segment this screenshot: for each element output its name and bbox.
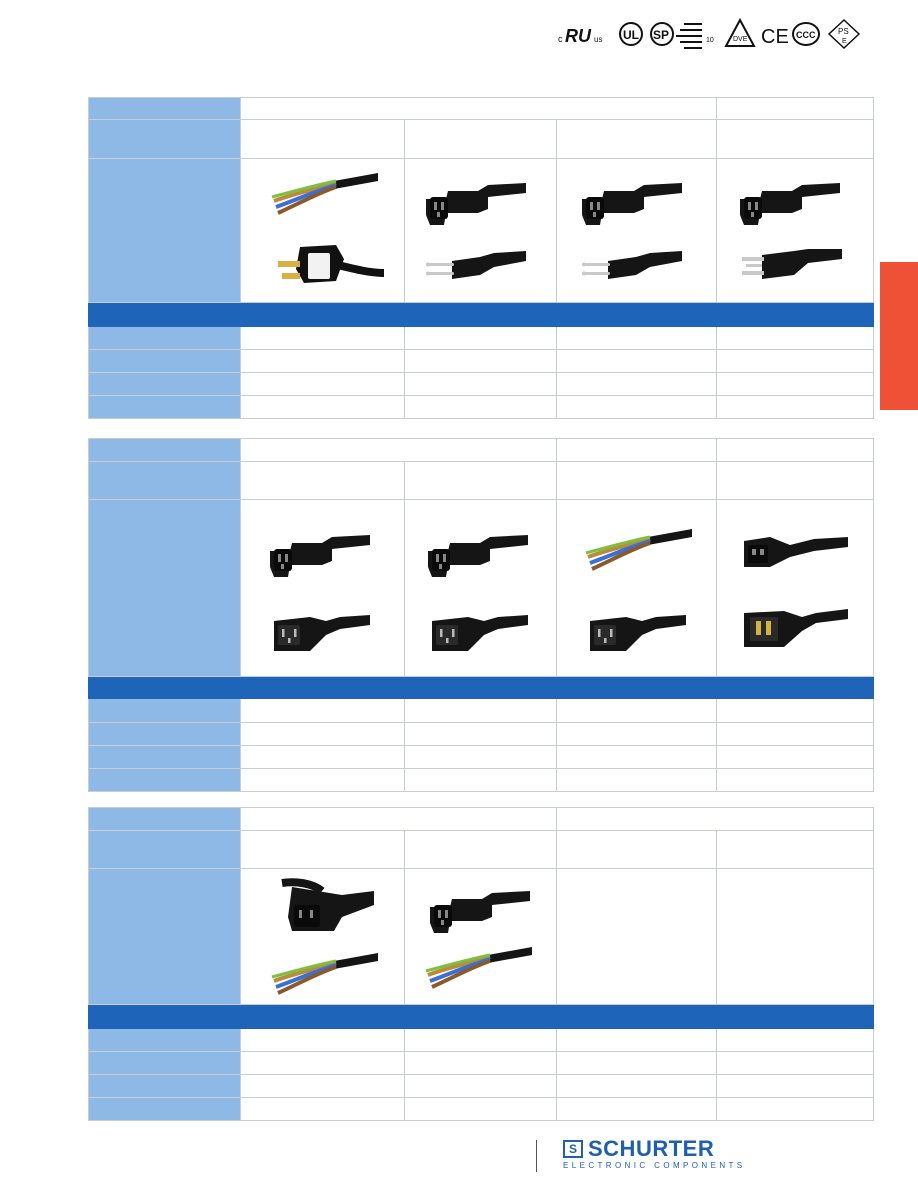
brand-tagline: ELECTRONIC COMPONENTS xyxy=(563,1161,746,1170)
footer-divider xyxy=(536,1140,537,1172)
table-row xyxy=(88,830,874,869)
label-cell xyxy=(88,97,241,120)
cord-image-c13-c14-1 xyxy=(240,499,405,677)
cord-image-c19-c20 xyxy=(716,499,874,677)
cord-image-angled-c13-wires xyxy=(240,868,405,1005)
c14-connector-image xyxy=(273,615,370,651)
stripped-wires-image xyxy=(583,527,694,571)
svg-text:CE: CE xyxy=(761,26,789,48)
us-plug-image xyxy=(742,248,843,279)
svg-text:UL: UL xyxy=(623,28,639,42)
c14-connector-image xyxy=(431,615,528,651)
c13-connector-image xyxy=(740,182,841,225)
product-table-3 xyxy=(88,807,874,1121)
cord-image-uk xyxy=(240,158,405,303)
pse-icon: PS E xyxy=(827,18,861,50)
c13-connector-image xyxy=(425,182,526,225)
cord-image-brazil-1 xyxy=(404,158,557,303)
table-row xyxy=(88,438,874,462)
cord-image-wires-c14 xyxy=(556,499,717,677)
cord-image-brazil-2 xyxy=(555,158,718,303)
svg-text:SP: SP xyxy=(653,28,669,42)
svg-text:us: us xyxy=(594,35,602,44)
c13-connector-image xyxy=(581,182,682,225)
cord-image-c13-c14-2 xyxy=(404,499,557,677)
svg-text:PS: PS xyxy=(838,27,849,36)
section-side-tab xyxy=(880,262,918,410)
cord-image-c13-wires xyxy=(404,868,557,1005)
c13-connector-image xyxy=(429,890,530,933)
c20-connector-image xyxy=(744,609,848,647)
table-row xyxy=(88,395,875,419)
svg-text:RU: RU xyxy=(565,26,592,46)
table-row xyxy=(88,326,875,350)
cul-us-icon: c RU us xyxy=(558,26,602,46)
vde-icon: DVE xyxy=(724,17,756,47)
image-row xyxy=(88,868,874,1005)
csa-icon: SP xyxy=(650,22,674,46)
kema-icon: 10 xyxy=(676,23,714,49)
stripped-wires-image xyxy=(423,944,534,989)
svg-text:E: E xyxy=(842,38,847,45)
brazil-plug-image xyxy=(425,250,526,279)
stripped-wires-image xyxy=(269,170,380,215)
table-row xyxy=(88,745,874,769)
table-row xyxy=(88,1028,874,1052)
stripped-wires-image xyxy=(269,950,380,995)
table-row xyxy=(88,768,874,792)
svg-text:c: c xyxy=(558,34,563,44)
ce-icon: CE xyxy=(761,26,789,48)
header-band xyxy=(88,302,875,327)
ccc-icon: CCC xyxy=(792,22,820,46)
table-row xyxy=(88,119,875,159)
table-row xyxy=(88,698,874,723)
schurter-logo-icon: S xyxy=(563,1140,583,1158)
table-row xyxy=(88,1074,874,1098)
table-row xyxy=(88,807,874,831)
c19-connector-image xyxy=(744,537,848,567)
header-band xyxy=(88,676,874,699)
table-row xyxy=(88,1097,874,1121)
product-table-2 xyxy=(88,438,874,792)
table-row xyxy=(88,97,875,120)
uk-plug-image xyxy=(278,245,384,283)
c13-connector-image xyxy=(269,535,370,577)
angled-c13-connector-image xyxy=(282,882,374,931)
brazil-plug-image xyxy=(581,250,682,279)
svg-text:CCC: CCC xyxy=(796,30,816,40)
table-row xyxy=(88,1051,874,1075)
certification-marks: c RU us UL SP 10 DVE CE CCC PS E xyxy=(558,17,861,50)
product-table-1 xyxy=(88,97,875,419)
table-row xyxy=(88,372,875,396)
c13-connector-image xyxy=(427,535,528,577)
table-row xyxy=(88,461,874,500)
svg-text:DVE: DVE xyxy=(733,36,748,43)
c14-connector-image xyxy=(589,615,686,651)
table-row xyxy=(88,722,874,746)
table-row xyxy=(88,349,875,373)
ul-icon: UL xyxy=(619,22,643,46)
image-row xyxy=(88,158,875,303)
brand-name: SCHURTER xyxy=(588,1136,715,1161)
header-band xyxy=(88,1004,874,1029)
image-row xyxy=(88,499,874,677)
svg-text:10: 10 xyxy=(706,37,714,44)
cord-image-us xyxy=(716,158,875,303)
